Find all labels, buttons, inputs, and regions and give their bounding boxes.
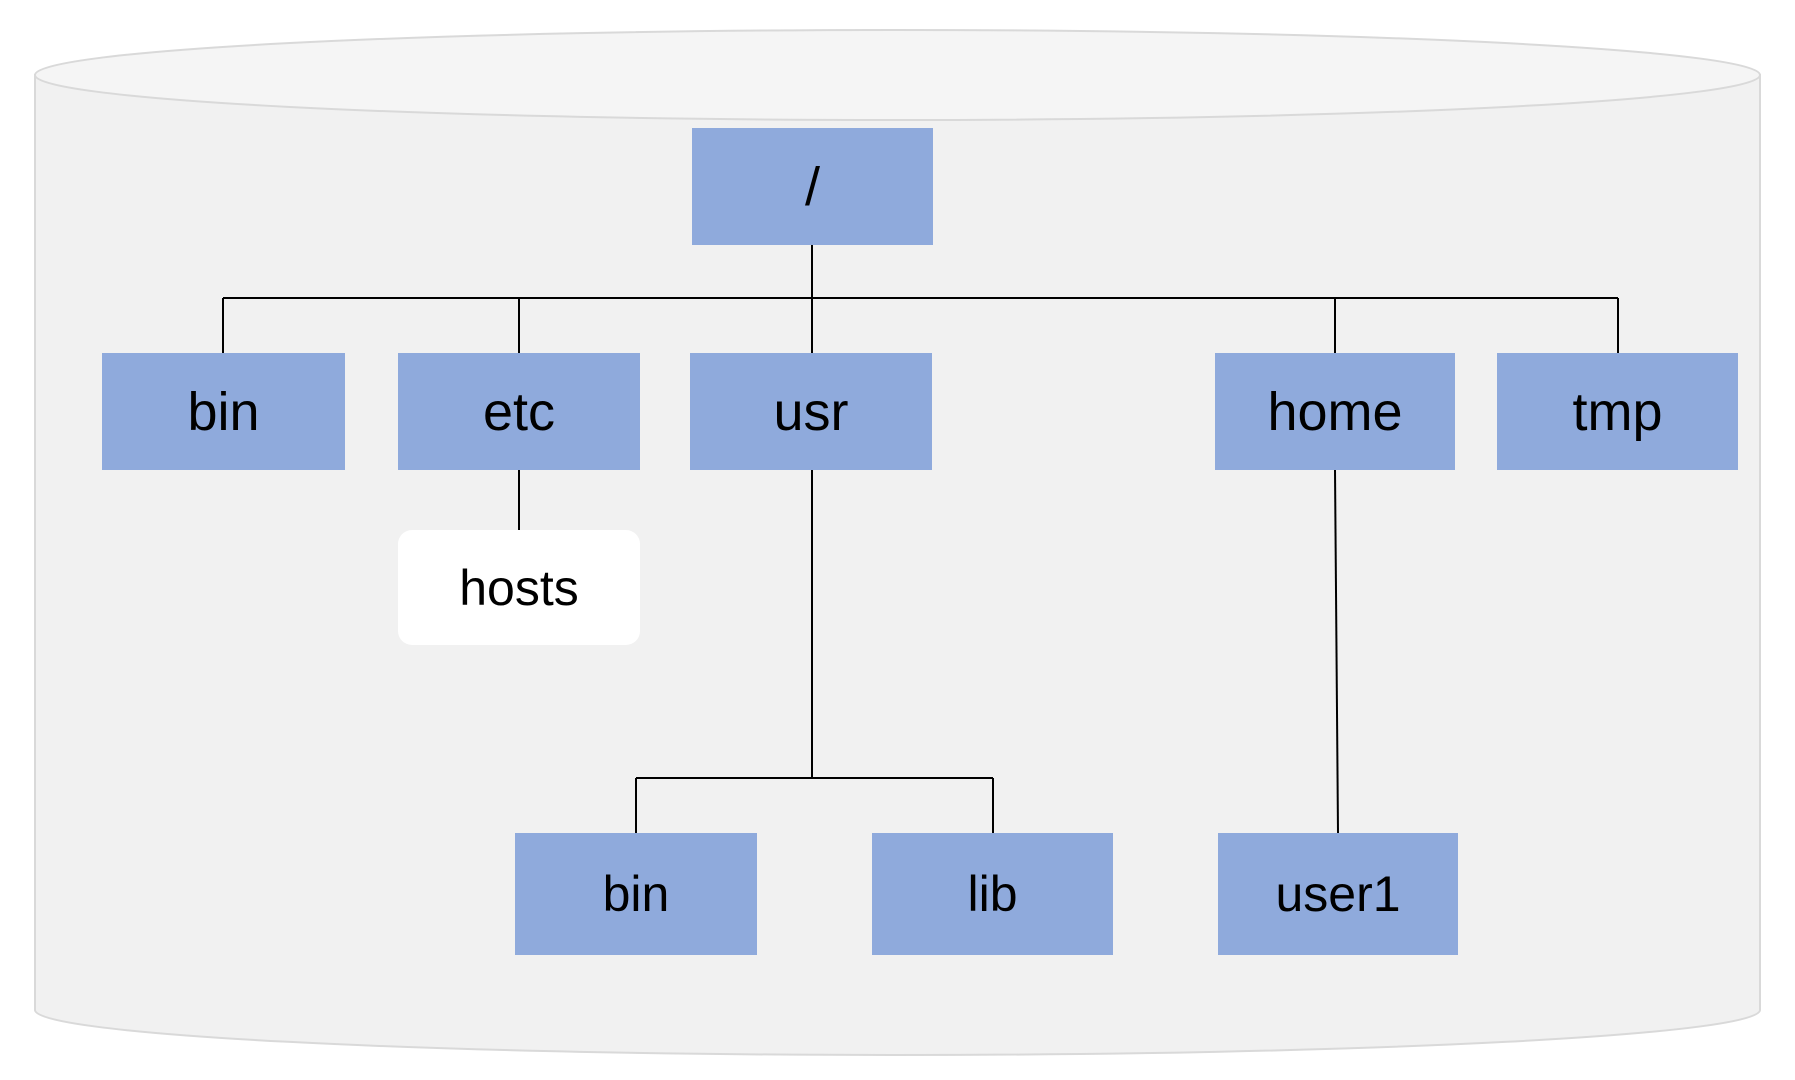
- node-label: user1: [1275, 866, 1401, 922]
- node-usr-lib[interactable]: lib: [872, 833, 1113, 955]
- node-root[interactable]: /: [692, 128, 933, 245]
- node-label: usr: [773, 381, 849, 442]
- filesystem-cylinder: [34, 29, 1761, 1056]
- node-label: etc: [482, 381, 556, 442]
- node-etc[interactable]: etc: [398, 353, 640, 470]
- node-tmp[interactable]: tmp: [1497, 353, 1738, 470]
- node-bin[interactable]: bin: [102, 353, 345, 470]
- node-hosts[interactable]: hosts: [398, 530, 640, 645]
- connector-layer: [222, 245, 1619, 834]
- node-label: /: [804, 156, 820, 217]
- node-label: home: [1267, 381, 1403, 442]
- node-usr-bin[interactable]: bin: [515, 833, 757, 955]
- node-label: hosts: [459, 559, 579, 616]
- node-label: bin: [602, 866, 670, 922]
- cylinder-body: [34, 74, 1761, 1056]
- node-label: lib: [967, 866, 1018, 922]
- edge-home-user1: [1334, 469, 1339, 834]
- node-label: tmp: [1572, 381, 1663, 442]
- cylinder-top-ellipse: [34, 29, 1761, 121]
- node-home[interactable]: home: [1215, 353, 1455, 470]
- node-label: bin: [187, 381, 260, 442]
- node-home-user1[interactable]: user1: [1218, 833, 1458, 955]
- node-usr[interactable]: usr: [690, 353, 932, 470]
